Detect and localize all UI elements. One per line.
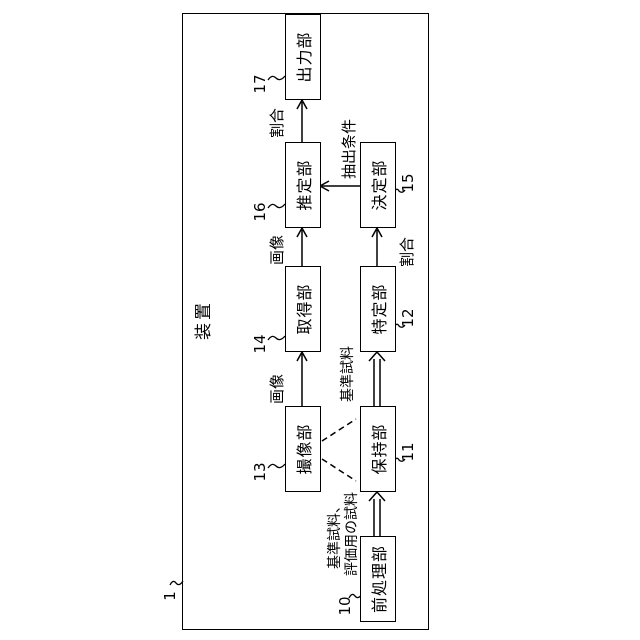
arrow-label-extraction-condition: 抽出条件: [340, 118, 358, 179]
arrow-label-samples-line-1: 基準試料、: [327, 499, 343, 569]
block-output: 出力部: [285, 14, 321, 100]
block-holding: 保持部: [360, 406, 396, 492]
ref-numeral-15: 15: [399, 173, 417, 193]
block-estimation: 推定部: [285, 142, 321, 228]
arrow-label-image-1: 画像: [268, 374, 286, 405]
block-acquisition-label: 取得部: [295, 283, 314, 335]
ref-numeral-12: 12: [399, 308, 417, 328]
ref-numeral-11: 11: [399, 442, 417, 462]
ref-numeral-17: 17: [251, 74, 269, 94]
arrow-label-ratio-from-identification: 割合: [398, 237, 416, 268]
block-identification: 特定部: [360, 266, 396, 352]
arrow-label-ratio-to-output: 割合: [268, 108, 286, 139]
block-holding-label: 保持部: [370, 423, 389, 475]
arrow-label-samples-line-2: 評価用の試料: [344, 492, 360, 576]
block-decision: 決定部: [360, 142, 396, 228]
block-imaging-label: 撮像部: [295, 423, 314, 475]
block-identification-label: 特定部: [370, 283, 389, 335]
ref-numeral-10: 10: [336, 596, 354, 616]
block-imaging: 撮像部: [285, 406, 321, 492]
ref-numeral-16: 16: [251, 202, 269, 222]
block-preprocessing: 前処理部: [360, 536, 396, 622]
block-estimation-label: 推定部: [295, 159, 314, 211]
block-preprocessing-label: 前処理部: [370, 545, 389, 614]
block-output-label: 出力部: [295, 31, 314, 83]
device-title: 装置: [194, 300, 214, 340]
ref-numeral-1: 1: [161, 591, 179, 601]
ref-numeral-13: 13: [251, 462, 269, 482]
ref-numeral-14: 14: [251, 334, 269, 354]
arrow-label-reference-sample: 基準試料: [340, 346, 356, 402]
block-decision-label: 決定部: [370, 159, 389, 211]
block-acquisition: 取得部: [285, 266, 321, 352]
arrow-label-image-2: 画像: [268, 235, 286, 266]
